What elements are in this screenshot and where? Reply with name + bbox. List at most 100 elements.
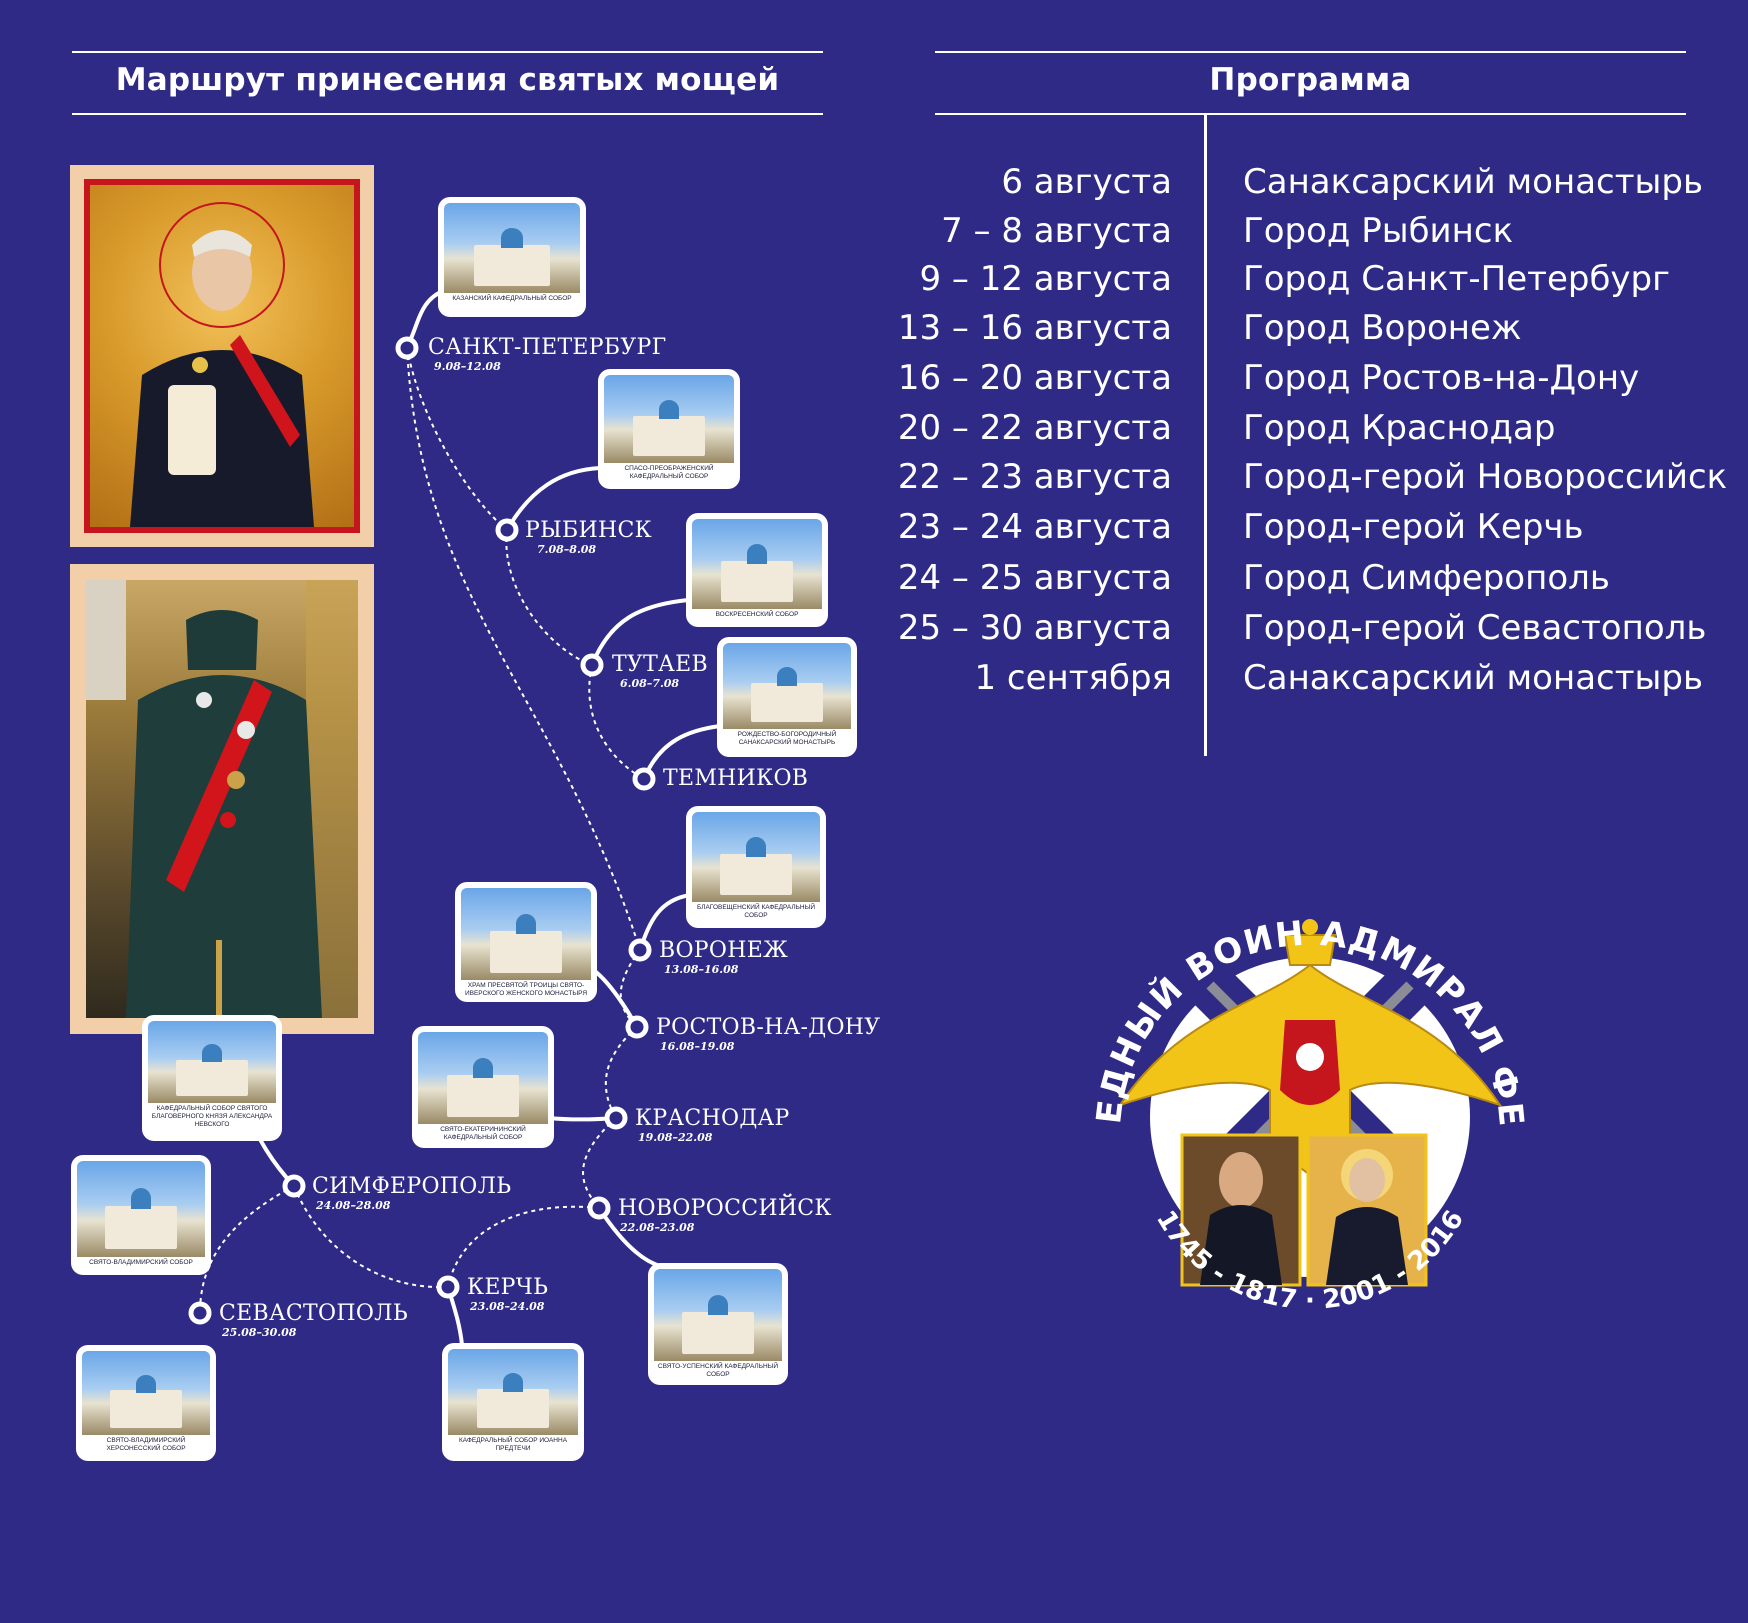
program-place: Город-герой Керчь [1243,507,1584,547]
route-path-segment [406,347,508,531]
city-label-tutaev: ТУТАЕВ [612,652,708,677]
program-date: 16 – 20 августа [897,358,1172,398]
church-photo-icon [77,1161,205,1257]
church-photo-icon [82,1351,210,1435]
ushakov-emblem: СВЯТОЙ ПРАВЕДНЫЙ ВОИН АДМИРАЛ ФЕДОР УШАК… [1060,845,1530,1330]
double-headed-eagle-icon [1117,919,1503,1177]
route-node [625,1015,649,1039]
program-place: Санаксарский монастырь [1243,658,1703,698]
church-caption: СВЯТО-ЕКАТЕРИНИНСКИЙ КАФЕДРАЛЬНЫЙ СОБОР [440,1126,526,1141]
church-caption: КАФЕДРАЛЬНЫЙ СОБОР СВЯТОГО БЛАГОВЕРНОГО … [151,1105,273,1128]
city-label-voronezh: ВОРОНЕЖ [659,938,789,963]
city-dates-saint-petersburg: 9.08–12.08 [434,360,501,373]
church-caption: СВЯТО-ВЛАДИМИРСКИЙ СОБОР [89,1259,193,1266]
program-title: Программа [1209,62,1412,98]
program-date: 7 – 8 августа [941,211,1172,251]
program-row: 24 – 25 августа Город Симферополь [0,558,1748,608]
admiral-uniform-image [70,564,374,1034]
church-thumbnail: КАФЕДРАЛЬНЫЙ СОБОР ИОАННА ПРЕДТЕЧИ [442,1343,584,1461]
church-photo-icon [461,888,591,980]
church-photo-icon [723,643,851,729]
city-dates-krasnodar: 19.08–22.08 [638,1131,713,1144]
route-path-segment [199,1185,295,1314]
city-dates-novorossiysk: 22.08–23.08 [620,1221,695,1234]
church-photo-icon [654,1269,782,1361]
church-thumbnail: СПАСО-ПРЕОБРАЖЕНСКИЙ КАФЕДРАЛЬНЫЙ СОБОР [598,369,740,489]
program-row: 9 – 12 августа Город Санкт-Петербург [0,259,1748,309]
city-label-rybinsk: РЫБИНСК [525,518,652,543]
program-date: 20 – 22 августа [897,408,1172,448]
route-path-segment [505,529,593,666]
thumb-connector [590,598,689,666]
church-photo-icon [448,1349,578,1435]
program-place: Город Краснодар [1243,408,1556,448]
church-thumbnail: СВЯТО-УСПЕНСКИЙ КАФЕДРАЛЬНЫЙ СОБОР [648,1263,788,1385]
uniform-photo [86,580,358,1018]
church-photo-icon [418,1032,548,1124]
city-dates-rybinsk: 7.08–8.08 [537,543,597,556]
church-thumbnail: СВЯТО-ЕКАТЕРИНИНСКИЙ КАФЕДРАЛЬНЫЙ СОБОР [412,1026,554,1148]
program-date: 6 августа [1001,162,1172,202]
program-date: 25 – 30 августа [897,608,1172,648]
program-row: 7 – 8 августа Город Рыбинск [0,211,1748,261]
program-place: Город-герой Севастополь [1243,608,1707,648]
program-row: 23 – 24 августа Город-герой Керчь [0,507,1748,557]
route-title: Маршрут принесения святых мощей [115,62,780,98]
program-row: 1 сентября Санаксарский монастырь [0,658,1748,708]
route-node [628,938,652,962]
route-path-segment [619,949,641,1028]
church-thumbnail: СВЯТО-ВЛАДИМИРСКИЙ СОБОР [71,1155,211,1275]
program-place: Город Воронеж [1243,308,1522,348]
route-node [587,1196,611,1220]
church-thumbnail: СВЯТО-ВЛАДИМИРСКИЙ ХЕРСОНЕССКИЙ СОБОР [76,1345,216,1461]
route-header-top-line [72,51,823,53]
city-label-novorossiysk: НОВОРОССИЙСК [618,1196,832,1221]
church-caption: КАФЕДРАЛЬНЫЙ СОБОР ИОАННА ПРЕДТЕЧИ [458,1437,568,1452]
church-caption: СВЯТО-УСПЕНСКИЙ КАФЕДРАЛЬНЫЙ СОБОР [657,1363,779,1378]
church-caption: ВОСКРЕСЕНСКИЙ СОБОР [715,611,799,618]
church-photo-icon [148,1021,276,1103]
program-divider [1204,114,1207,756]
route-path-segment [604,1026,638,1119]
city-dates-tutaev: 6.08–7.08 [620,677,680,690]
program-row: 20 – 22 августа Город Краснодар [0,408,1748,458]
saint-icon-image [70,165,374,547]
route-path-segment [588,664,645,780]
route-node [604,1106,628,1130]
program-row: 13 – 16 августа Город Воронеж [0,308,1748,358]
church-photo-icon [692,812,820,902]
program-row: 25 – 30 августа Город-герой Севастополь [0,608,1748,658]
city-label-rostov-on-don: РОСТОВ-НА-ДОНУ [656,1015,881,1040]
route-node [188,1301,212,1325]
program-date: 1 сентября [974,658,1172,698]
program-place: Город-герой Новороссийск [1243,457,1728,497]
church-caption: ХРАМ ПРЕСВЯТОЙ ТРОИЦЫ СВЯТО-ИВЕРСКОГО ЖЕ… [464,982,588,997]
church-photo-icon [604,375,734,463]
route-node [436,1275,460,1299]
church-photo-icon [692,519,822,609]
church-thumbnail: КАЗАНСКИЙ КАФЕДРАЛЬНЫЙ СОБОР [438,197,586,317]
program-date: 22 – 23 августа [897,457,1172,497]
city-label-temnikov: ТЕМНИКОВ [663,766,809,791]
program-header-top-line [935,51,1686,53]
city-dates-voronezh: 13.08–16.08 [664,963,739,976]
church-photo-icon [444,203,580,293]
program-header-bottom-line [935,113,1686,115]
route-node [580,653,604,677]
program-date: 13 – 16 августа [897,308,1172,348]
program-place: Санаксарский монастырь [1243,162,1703,202]
city-dates-sevastopol: 25.08–30.08 [222,1326,297,1339]
city-label-krasnodar: КРАСНОДАР [635,1106,790,1131]
city-label-simferopol: СИМФЕРОПОЛЬ [312,1174,512,1199]
uniform-icon [86,580,358,1018]
church-thumbnail: РОЖДЕСТВО-БОГОРОДИЧНЫЙ САНАКСАРСКИЙ МОНА… [717,637,857,757]
program-date: 9 – 12 августа [919,259,1172,299]
program-place: Город Рыбинск [1243,211,1514,251]
church-thumbnail: КАФЕДРАЛЬНЫЙ СОБОР СВЯТОГО БЛАГОВЕРНОГО … [142,1015,282,1141]
church-thumbnail: БЛАГОВЕЩЕНСКИЙ КАФЕДРАЛЬНЫЙ СОБОР [686,806,826,928]
program-place: Город Санкт-Петербург [1243,259,1670,299]
program-row: 6 августа Санаксарский монастырь [0,162,1748,212]
program-date: 24 – 25 августа [897,558,1172,598]
route-node [632,767,656,791]
route-path-segment [406,347,641,951]
